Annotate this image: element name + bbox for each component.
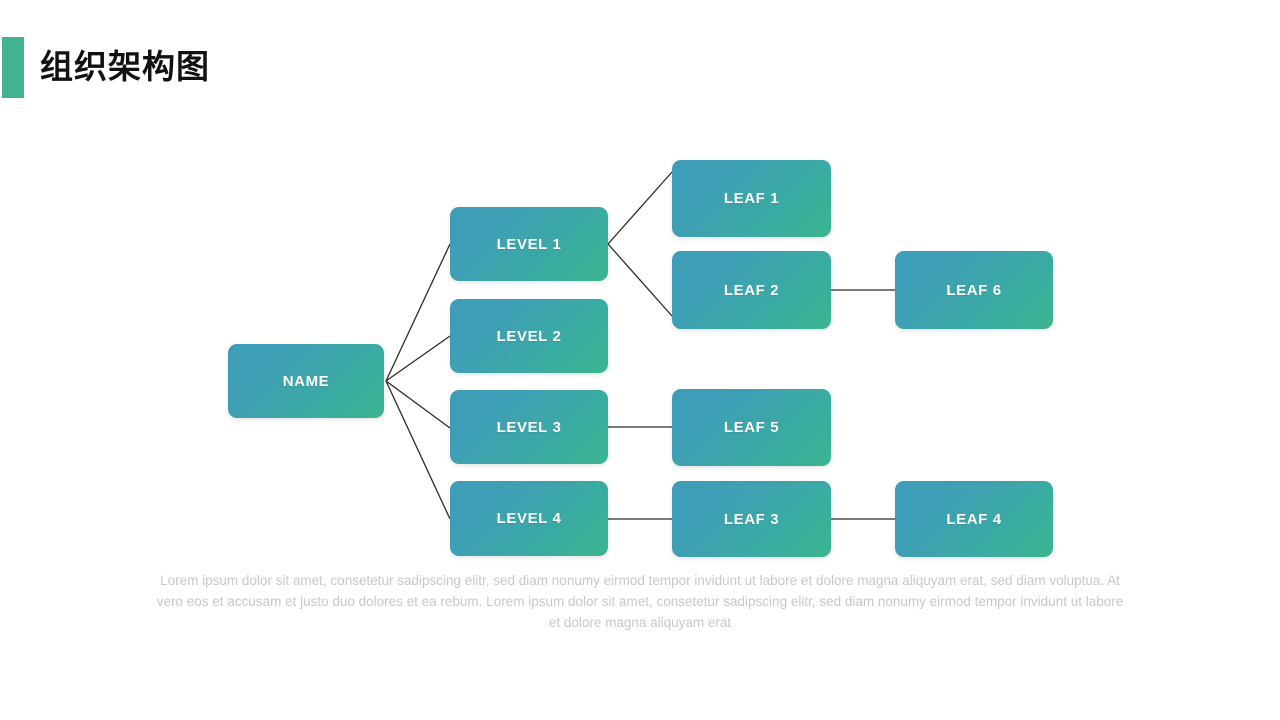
node-label: LEAF 6 bbox=[946, 281, 1002, 299]
node-leaf6[interactable]: LEAF 6 bbox=[895, 251, 1053, 329]
node-leaf3[interactable]: LEAF 3 bbox=[672, 481, 831, 557]
node-leaf2[interactable]: LEAF 2 bbox=[672, 251, 831, 329]
node-leaf1[interactable]: LEAF 1 bbox=[672, 160, 831, 237]
node-level1[interactable]: LEVEL 1 bbox=[450, 207, 608, 281]
title-accent-bar bbox=[2, 37, 24, 98]
node-label: LEAF 3 bbox=[723, 510, 780, 528]
node-level4[interactable]: LEVEL 4 bbox=[450, 481, 608, 556]
node-label: LEAF 2 bbox=[723, 281, 780, 299]
connector-name-to-level2 bbox=[385, 335, 451, 382]
node-label: LEVEL 4 bbox=[496, 510, 562, 527]
connector-name-to-level4 bbox=[385, 380, 451, 520]
connector-name-to-level3 bbox=[385, 380, 451, 429]
node-label: LEAF 4 bbox=[946, 510, 1002, 528]
node-name[interactable]: NAME bbox=[228, 344, 384, 418]
slide-header: 组织架构图 bbox=[0, 0, 1280, 120]
node-label: LEAF 5 bbox=[723, 419, 780, 436]
page-title: 组织架构图 bbox=[40, 47, 210, 86]
node-label: NAME bbox=[282, 372, 330, 390]
node-label: LEVEL 2 bbox=[496, 327, 562, 345]
node-level2[interactable]: LEVEL 2 bbox=[450, 299, 608, 373]
node-leaf5[interactable]: LEAF 5 bbox=[672, 389, 831, 466]
node-label: LEVEL 3 bbox=[496, 418, 562, 436]
node-label: LEVEL 1 bbox=[496, 235, 562, 253]
node-label: LEAF 1 bbox=[723, 190, 780, 207]
connector-name-to-level1 bbox=[385, 243, 451, 382]
node-level3[interactable]: LEVEL 3 bbox=[450, 390, 608, 464]
node-leaf4[interactable]: LEAF 4 bbox=[895, 481, 1053, 557]
connector-level1-to-leaf1 bbox=[607, 171, 673, 245]
caption-text: Lorem ipsum dolor sit amet, consetetur s… bbox=[156, 573, 1124, 630]
connector-level1-to-leaf2 bbox=[607, 243, 673, 317]
